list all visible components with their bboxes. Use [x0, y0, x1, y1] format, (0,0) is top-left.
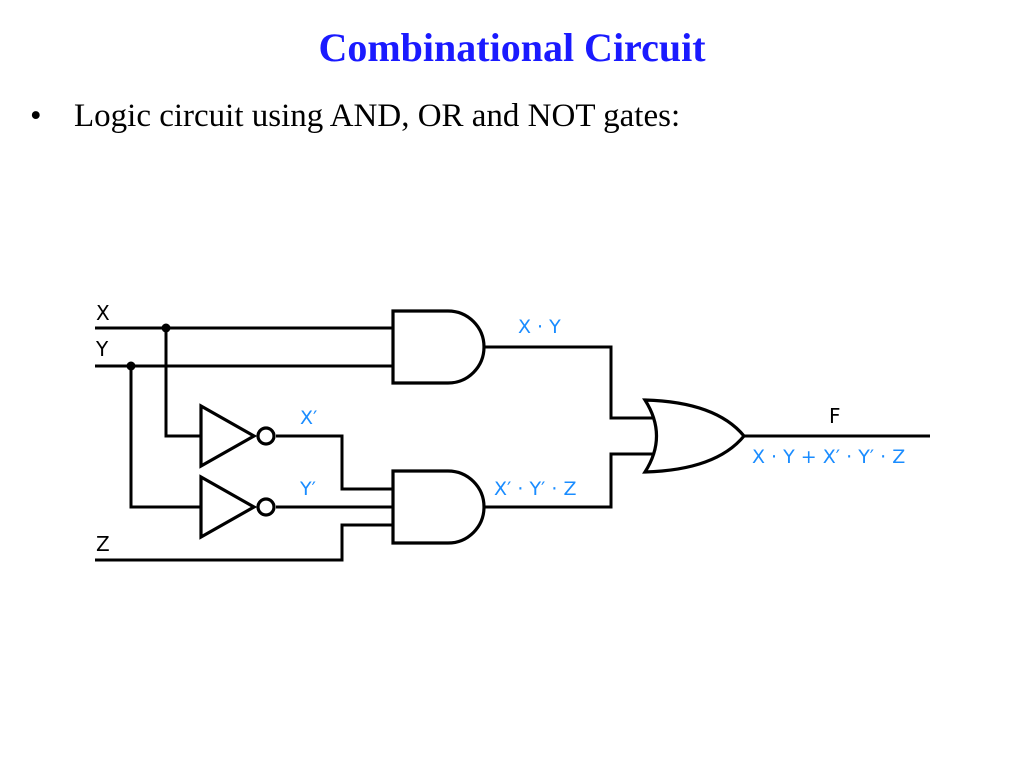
not-bubble-x: [256, 426, 276, 446]
or-gate: [642, 398, 747, 474]
signal-label-xnot-ynot-z: X′ · Y′ · Z: [494, 478, 577, 500]
junction-x: [161, 323, 171, 333]
wire-x-to-not: [164, 328, 201, 438]
bullet-icon: •: [30, 98, 42, 134]
wire-x-not-out: [276, 434, 393, 491]
signal-label-y-not: Y′: [299, 478, 316, 500]
not-bubble-y: [256, 497, 276, 517]
bullet-text: Logic circuit using AND, OR and NOT gate…: [74, 98, 681, 134]
input-label-y: Y: [95, 337, 109, 361]
junction-y: [126, 361, 136, 371]
signal-label-x-not: X′: [300, 407, 317, 429]
signal-label-f-expression: X · Y + X′ · Y′ · Z: [752, 446, 905, 468]
output-label-f: F: [829, 404, 841, 428]
bullet-item: • Logic circuit using AND, OR and NOT gat…: [30, 94, 680, 138]
not-gate-x: [199, 403, 258, 469]
signal-label-x-and-y: X · Y: [518, 316, 561, 338]
and-gate-top: [391, 309, 486, 385]
wire-xy-out: [483, 345, 655, 420]
and-gate-bottom: [391, 469, 486, 545]
input-label-z: Z: [96, 532, 110, 556]
wire-y-to-not: [129, 366, 201, 509]
wire-z: [95, 523, 393, 562]
slide-title: Combinational Circuit: [318, 25, 706, 70]
wire-xnotynotz-out: [483, 452, 655, 509]
not-gate-y: [199, 474, 258, 540]
input-label-x: X: [96, 301, 110, 325]
